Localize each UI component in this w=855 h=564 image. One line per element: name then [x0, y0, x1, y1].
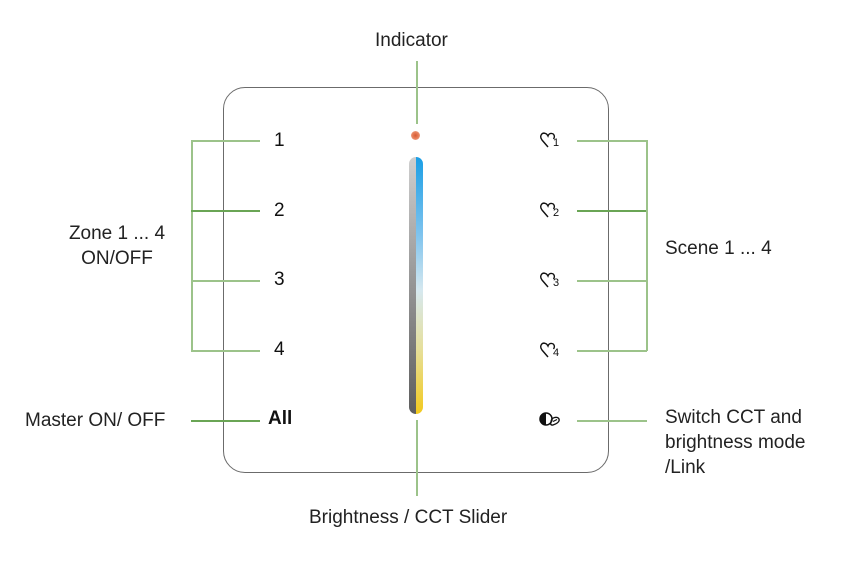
- slider-leader-line: [416, 420, 418, 496]
- scene-4-leader: [577, 350, 647, 352]
- zone-bracket: [191, 140, 193, 351]
- cct-link-icon: [539, 412, 560, 426]
- zone-4-leader: [191, 350, 260, 352]
- indicator-led: [411, 131, 420, 140]
- scene-key-1[interactable]: 1: [539, 130, 565, 154]
- heart-scene-icon: [540, 202, 556, 218]
- slider-label: Brightness / CCT Slider: [309, 507, 508, 528]
- mode-label-line3: /Link: [665, 457, 706, 478]
- mode-label-line2: brightness mode: [665, 432, 806, 453]
- zone-2-leader: [191, 210, 260, 212]
- zone-group-label-line1: Zone 1 ... 4: [68, 223, 166, 244]
- zone-key-1[interactable]: 1: [274, 130, 285, 151]
- scene-number: 1: [553, 137, 560, 149]
- zone-3-leader: [191, 280, 260, 282]
- scene-key-4[interactable]: 4: [539, 340, 565, 364]
- indicator-label: Indicator: [375, 30, 448, 51]
- cct-track: [416, 157, 423, 414]
- scene-number: 3: [553, 277, 560, 289]
- master-leader: [191, 420, 260, 422]
- heart-scene-icon: [540, 342, 556, 358]
- zone-key-4[interactable]: 4: [274, 339, 285, 360]
- all-key[interactable]: All: [268, 408, 293, 429]
- mode-leader: [577, 420, 647, 422]
- zone-key-2[interactable]: 2: [274, 200, 285, 221]
- scene-group-label: Scene 1 ... 4: [665, 238, 772, 259]
- brightness-track: [409, 157, 416, 414]
- zone-group-label-line2: ON/OFF: [81, 248, 153, 269]
- mode-link-key[interactable]: [538, 409, 564, 433]
- scene-number: 4: [553, 347, 560, 359]
- brightness-cct-slider[interactable]: [409, 157, 423, 414]
- zone-1-leader: [191, 140, 260, 142]
- mode-label-line1: Switch CCT and: [665, 407, 802, 428]
- zone-key-3[interactable]: 3: [274, 269, 285, 290]
- master-label: Master ON/ OFF: [25, 410, 166, 431]
- scene-1-leader: [577, 140, 647, 142]
- indicator-leader-line: [416, 61, 418, 124]
- heart-scene-icon: [540, 132, 556, 148]
- heart-scene-icon: [540, 272, 556, 288]
- scene-key-3[interactable]: 3: [539, 270, 565, 294]
- scene-number: 2: [553, 207, 560, 219]
- scene-bracket: [646, 140, 648, 351]
- scene-2-leader: [577, 210, 647, 212]
- scene-key-2[interactable]: 2: [539, 200, 565, 224]
- scene-3-leader: [577, 280, 647, 282]
